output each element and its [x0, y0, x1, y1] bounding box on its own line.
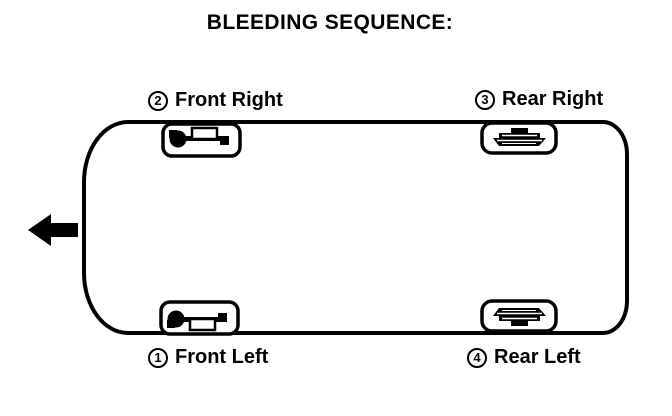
sequence-number-badge-front-right: 2	[148, 90, 168, 111]
sequence-number-badge-rear-left: 4	[467, 347, 487, 368]
rear-wheel-cylinder-icon	[480, 299, 558, 333]
label-rear-left: 4 Rear Left	[467, 346, 581, 369]
label-rear-right: 3 Rear Right	[475, 88, 603, 111]
label-text-rear-right: Rear Right	[502, 88, 604, 110]
sequence-number-badge-front-left: 1	[148, 347, 168, 368]
label-text-front-left: Front Left	[175, 346, 269, 368]
label-front-right: 2 Front Right	[148, 89, 283, 112]
left-arrow-icon	[28, 213, 78, 247]
sequence-number-badge-rear-right: 3	[475, 89, 495, 110]
front-caliper-icon	[159, 300, 240, 336]
rear-wheel-cylinder-icon	[480, 121, 558, 155]
label-text-front-right: Front Right	[175, 89, 283, 111]
label-front-left: 1 Front Left	[148, 346, 268, 369]
label-text-rear-left: Rear Left	[494, 346, 581, 368]
front-caliper-icon	[161, 122, 242, 158]
diagram-title: BLEEDING SEQUENCE:	[206, 11, 454, 34]
